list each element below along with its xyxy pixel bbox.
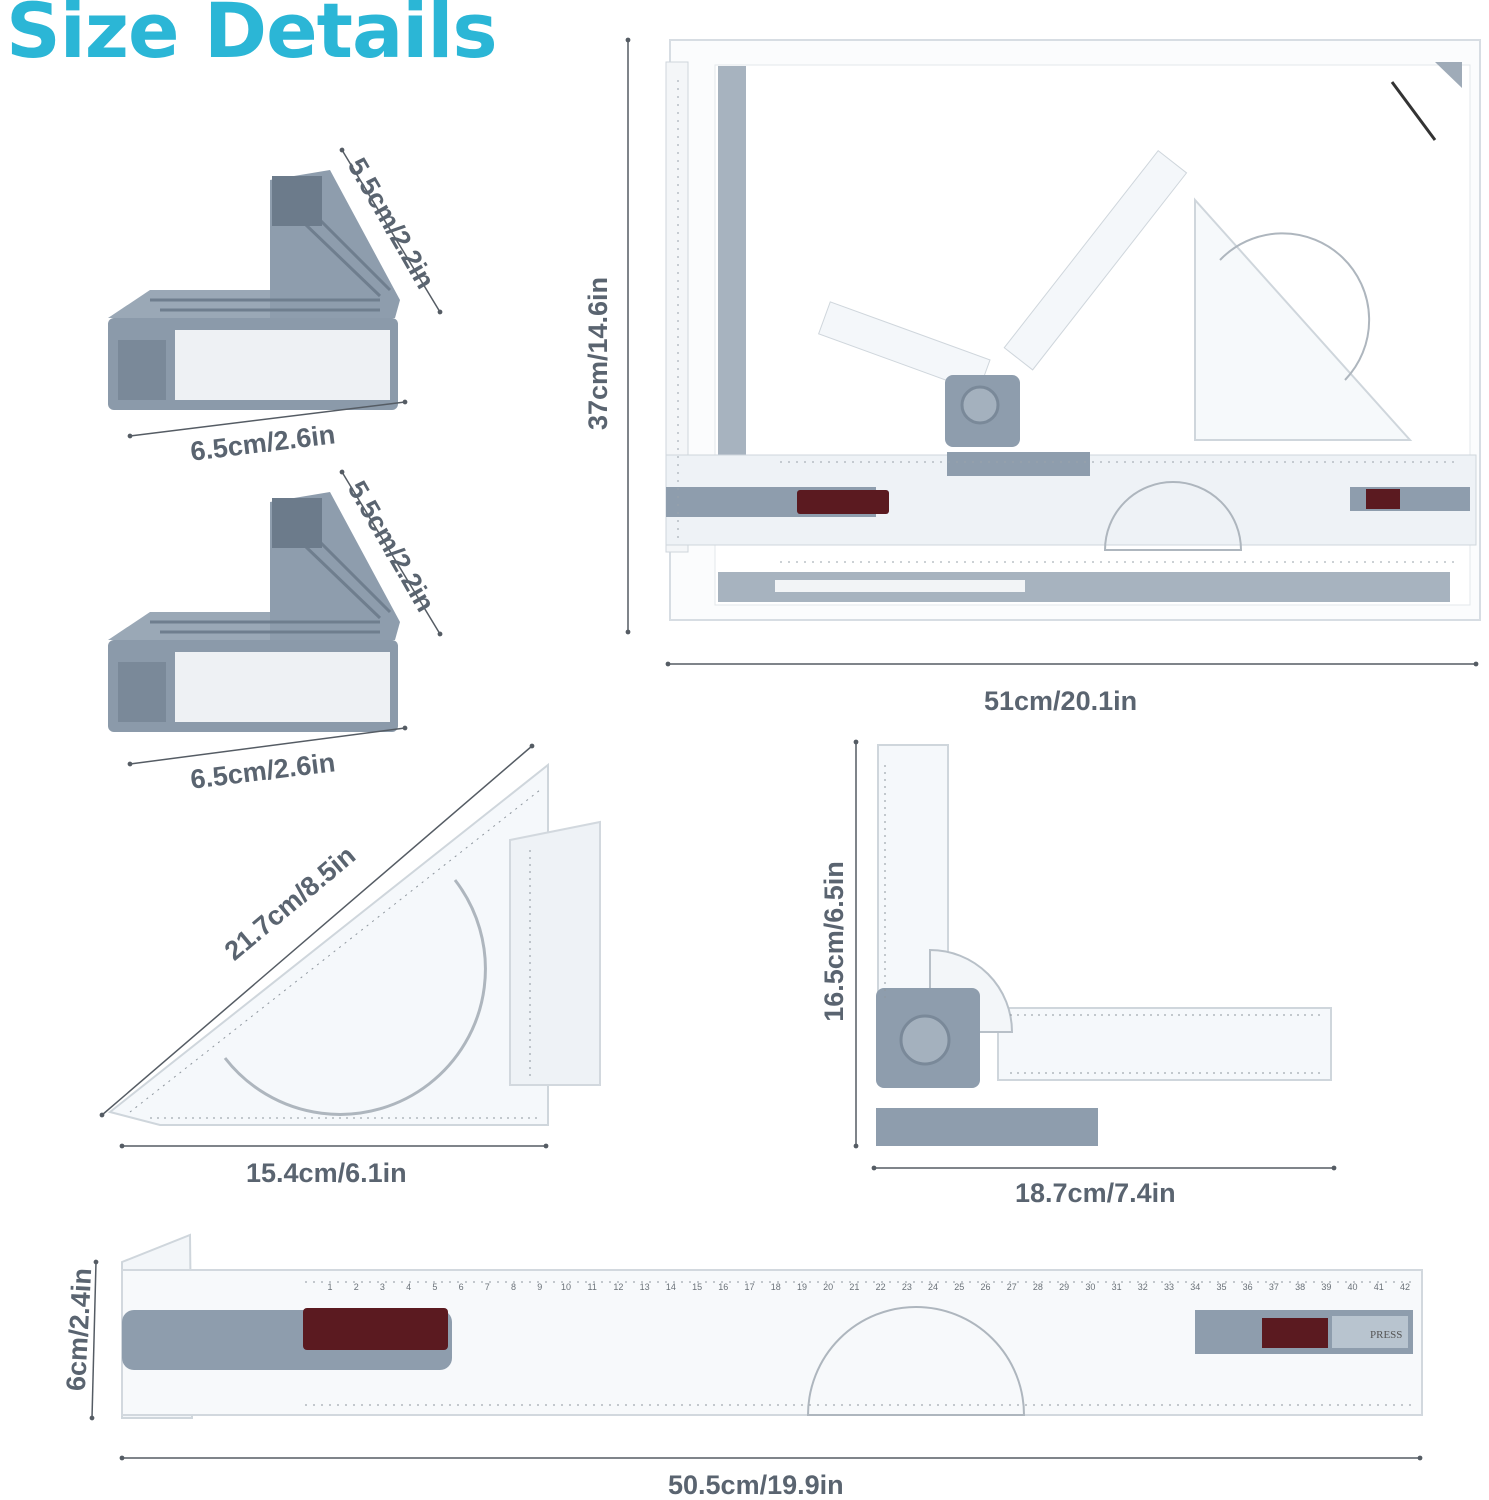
ruler-scale-number: 28 [1033,1282,1043,1292]
ruler-scale-number: 24 [928,1282,938,1292]
ruler-scale-number: 10 [561,1282,571,1292]
ruler-scale-number: 30 [1085,1282,1095,1292]
ruler-scale-number: 16 [718,1282,728,1292]
set-square-width-label: 15.4cm/6.1in [246,1158,407,1188]
ruler-scale-number: 37 [1269,1282,1279,1292]
ruler-scale-number: 17 [745,1282,755,1292]
ruler-scale-number: 18 [771,1282,781,1292]
ruler-scale-number: 26 [980,1282,990,1292]
arm-width-label: 18.7cm/7.4in [1015,1178,1176,1208]
ruler-scale-number: 42 [1400,1282,1410,1292]
ruler-scale-number: 6 [459,1282,464,1292]
ruler-height-label: 6cm/2.4in [60,1267,98,1392]
ruler-scale-number: 13 [640,1282,650,1292]
ruler-scale-number: 33 [1164,1282,1174,1292]
ruler-scale-number: 34 [1190,1282,1200,1292]
board-width-label: 51cm/20.1in [984,686,1138,716]
ruler-scale-number: 7 [485,1282,490,1292]
set-square [107,762,601,1126]
ruler-scale-number: 36 [1243,1282,1253,1292]
ruler-scale-number: 14 [666,1282,676,1292]
ruler-scale-number: 31 [1112,1282,1122,1292]
ruler-scale-number: 41 [1374,1282,1384,1292]
page-title: Size Details [6,0,498,75]
board-height-label: 37cm/14.6in [583,276,614,431]
drafting-arm [876,744,1332,1146]
ruler-scale-number: 40 [1348,1282,1358,1292]
ruler-scale-number: 19 [797,1282,807,1292]
ruler-scale-number: 8 [511,1282,516,1292]
ruler-scale-number: 15 [692,1282,702,1292]
ruler-scale-number: 2 [354,1282,359,1292]
ruler-scale-number: 5 [432,1282,437,1292]
ruler-scale-number: 9 [537,1282,542,1292]
ruler-scale-number: 1 [327,1282,332,1292]
ruler-scale-number: 23 [902,1282,912,1292]
clamp-bottom [108,492,400,732]
ruler-scale-number: 4 [406,1282,411,1292]
ruler-scale-number: 22 [876,1282,886,1292]
ruler-scale-number: 21 [849,1282,859,1292]
ruler-scale-number: 32 [1138,1282,1148,1292]
ruler-scale-number: 27 [1007,1282,1017,1292]
clamp-top [108,170,400,410]
press-label: PRESS [1370,1329,1402,1341]
parallel-ruler [121,1233,1423,1419]
ruler-scale-number: 25 [954,1282,964,1292]
drawing-board [665,39,1481,621]
ruler-width-label: 50.5cm/19.9in [668,1470,844,1500]
ruler-scale-number: 11 [588,1282,597,1292]
ruler-scale-number: 38 [1295,1282,1305,1292]
ruler-scale-number: 39 [1321,1282,1331,1292]
ruler-scale-number: 12 [613,1282,623,1292]
arm-height-label: 16.5cm/6.5in [818,861,849,1022]
ruler-scale-number: 20 [823,1282,833,1292]
ruler-scale-number: 3 [380,1282,385,1292]
ruler-scale-number: 29 [1059,1282,1069,1292]
ruler-scale-number: 35 [1216,1282,1226,1292]
